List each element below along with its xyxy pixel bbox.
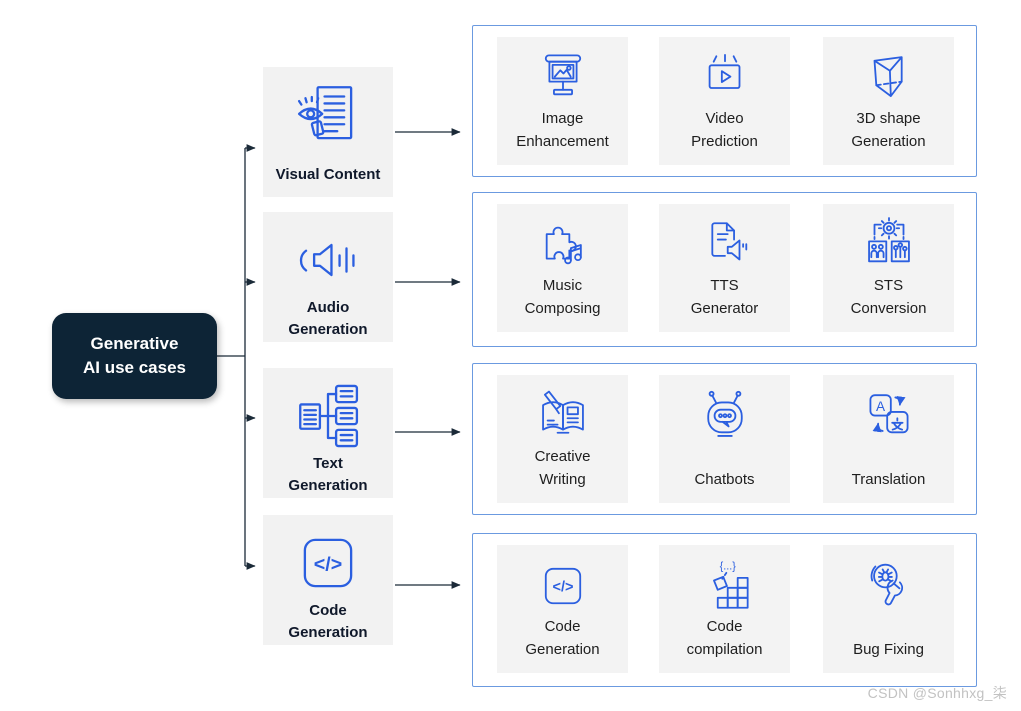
card-label: Translation [851, 470, 926, 488]
card-code-generation: </> Code Generation [497, 545, 628, 673]
card-code-compilation: {...} Code compilation [659, 545, 790, 673]
prism-3d-icon [860, 49, 918, 107]
category-audio-generation: Audio Generation [263, 212, 393, 342]
svg-text:A: A [876, 399, 886, 414]
card-video-prediction: Video Prediction [659, 37, 790, 165]
category-label: Text Generation [288, 455, 368, 494]
card-label: Chatbots [694, 470, 755, 488]
group-text-generation: Creative Writing Chatbots [472, 363, 977, 515]
card-3d-shape-generation: 3D shape Generation [823, 37, 954, 165]
branching-notes-icon [291, 379, 365, 453]
svg-text:</>: </> [552, 579, 573, 595]
category-label: Visual Content [275, 166, 381, 184]
card-label: Video Prediction [691, 110, 758, 150]
chatbot-icon [696, 387, 754, 445]
group-code-generation: </> Code Generation {...} Code compilati… [472, 533, 977, 687]
document-speaker-icon [696, 216, 754, 274]
card-label: 3D shape Generation [851, 110, 926, 150]
category-text-generation: Text Generation [263, 368, 393, 498]
card-label: Image Enhancement [516, 110, 609, 150]
code-tag-icon: </> [534, 557, 592, 615]
card-tts-generator: TTS Generator [659, 204, 790, 332]
card-image-enhancement: Image Enhancement [497, 37, 628, 165]
card-translation: A Translation [823, 375, 954, 503]
translate-icon: A [860, 387, 918, 445]
card-label: TTS Generator [690, 277, 759, 317]
card-label: STS Conversion [850, 277, 927, 317]
svg-text:{...}: {...} [719, 561, 736, 573]
code-blocks-icon: {...} [696, 557, 754, 615]
card-creative-writing: Creative Writing [497, 375, 628, 503]
card-sts-conversion: STS Conversion [823, 204, 954, 332]
card-label: Music Composing [524, 277, 601, 317]
document-eye-icon [291, 78, 365, 152]
bug-wrench-icon [860, 557, 918, 615]
gear-convert-icon [860, 216, 918, 274]
card-label: Code Generation [525, 618, 600, 658]
category-code-generation: </> Code Generation [263, 515, 393, 645]
speaker-waves-icon [291, 223, 365, 297]
puzzle-music-icon [534, 216, 592, 274]
card-bug-fixing: Bug Fixing [823, 545, 954, 673]
group-visual-content: Image Enhancement Video Prediction 3D sh… [472, 25, 977, 177]
card-label: Creative Writing [534, 448, 591, 488]
watermark: CSDN @Sonhhxg_柒 [867, 685, 1007, 701]
group-audio-generation: Music Composing TTS Generator [472, 192, 977, 347]
card-music-composing: Music Composing [497, 204, 628, 332]
svg-text:</>: </> [314, 554, 342, 576]
category-label: Audio Generation [288, 299, 368, 338]
card-chatbots: Chatbots [659, 375, 790, 503]
category-visual-content: Visual Content [263, 67, 393, 197]
book-pencil-icon [534, 387, 592, 445]
video-play-icon [696, 49, 754, 107]
projector-screen-icon [534, 49, 592, 107]
root-node: Generative AI use cases [52, 313, 217, 399]
category-label: Code Generation [288, 602, 368, 641]
root-label: Generative AI use cases [82, 334, 186, 377]
card-label: Bug Fixing [853, 640, 924, 658]
card-label: Code compilation [686, 618, 763, 658]
code-brackets-icon: </> [291, 526, 365, 600]
